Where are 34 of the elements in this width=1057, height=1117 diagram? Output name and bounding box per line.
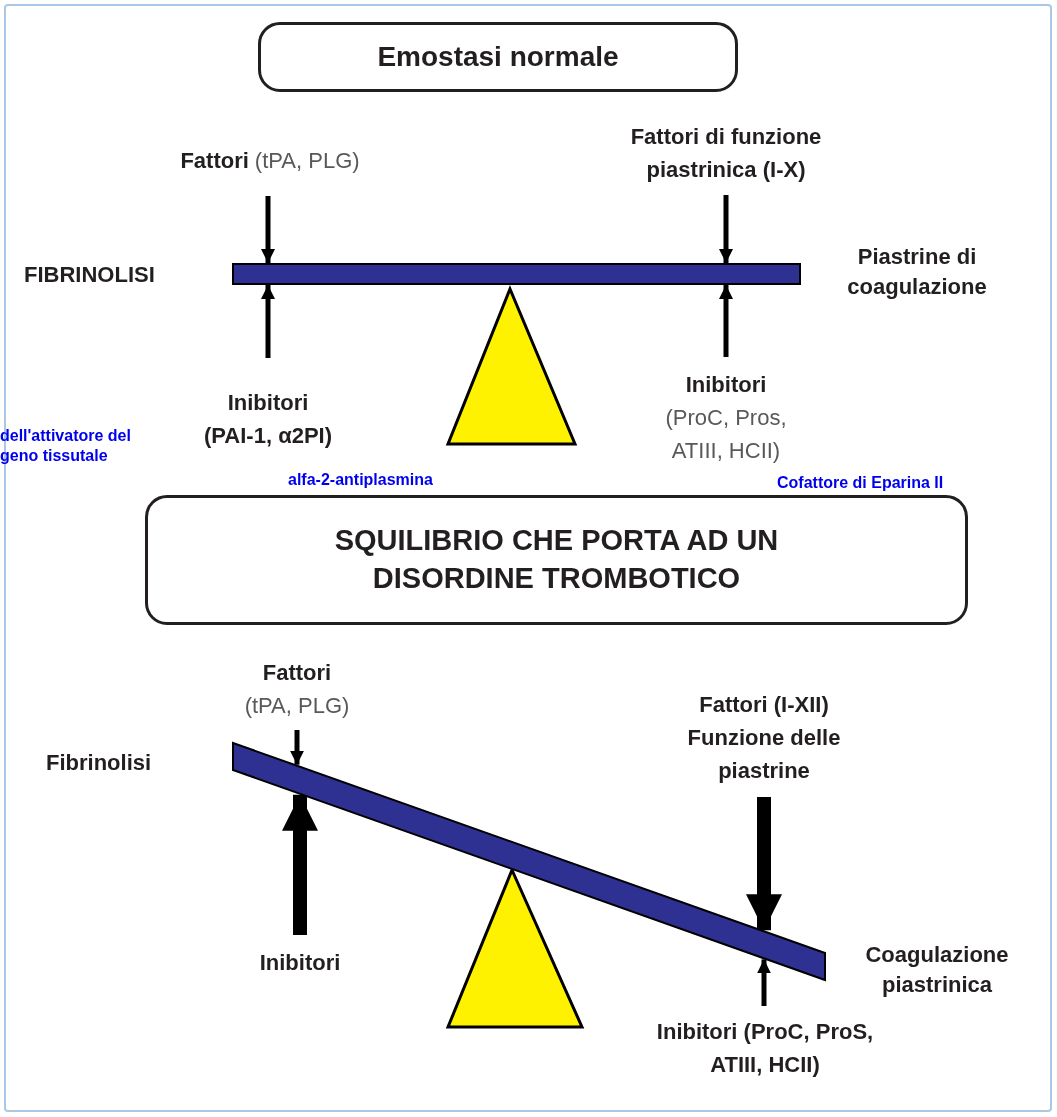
node-label: Inibitori (226, 389, 310, 417)
title-box (145, 495, 968, 625)
arrow (746, 797, 782, 931)
side-label: Piastrine di coagulazione (846, 243, 988, 301)
beam-bar (231, 262, 802, 286)
arrow (261, 285, 275, 358)
node-label: (tPA, PLG) (254, 148, 360, 173)
fulcrum-triangle (445, 285, 578, 446)
node-label: Inibitori (684, 371, 768, 399)
side-label: Fibrinolisi (46, 749, 153, 777)
side-label: Coagulazione piastrinica (864, 941, 1010, 999)
arrow (282, 794, 318, 935)
node-label: Fattori (I-XII) (698, 691, 830, 719)
node-label: Inibitori (258, 949, 342, 977)
arrow (261, 196, 275, 263)
annotation-text: alfa-2-antiplasmina (288, 470, 434, 490)
node-label: Fattori (180, 148, 249, 173)
node-label: Funzione delle piastrine (686, 724, 842, 785)
title-text: SQUILIBRIO CHE PORTA AD UN DISORDINE TROMBOTICO (333, 523, 780, 596)
side-label: FIBRINOLISI (24, 261, 156, 289)
node-label: (ProC, Pros, ATIII, HCII) (664, 404, 788, 465)
annotation-text: Cofattore di Eparina II (777, 473, 945, 493)
title-text: Emostasi normale (377, 39, 619, 74)
node-label: Inibitori (ProC, ProS, ATIII, HCII) (655, 1018, 875, 1079)
node-label: (tPA, PLG) (243, 692, 351, 720)
arrow (290, 730, 304, 765)
node-label: (PAI-1, α2PI) (203, 422, 333, 450)
node-label: Fattori di funzione piastrinica (I-X) (629, 123, 823, 184)
title-box (258, 22, 738, 92)
arrow (719, 195, 733, 263)
arrow (757, 959, 771, 1006)
annotation-text: dell'attivatore del geno tissutale (0, 426, 132, 466)
arrow (719, 285, 733, 357)
node-label: Fattori (261, 659, 333, 687)
